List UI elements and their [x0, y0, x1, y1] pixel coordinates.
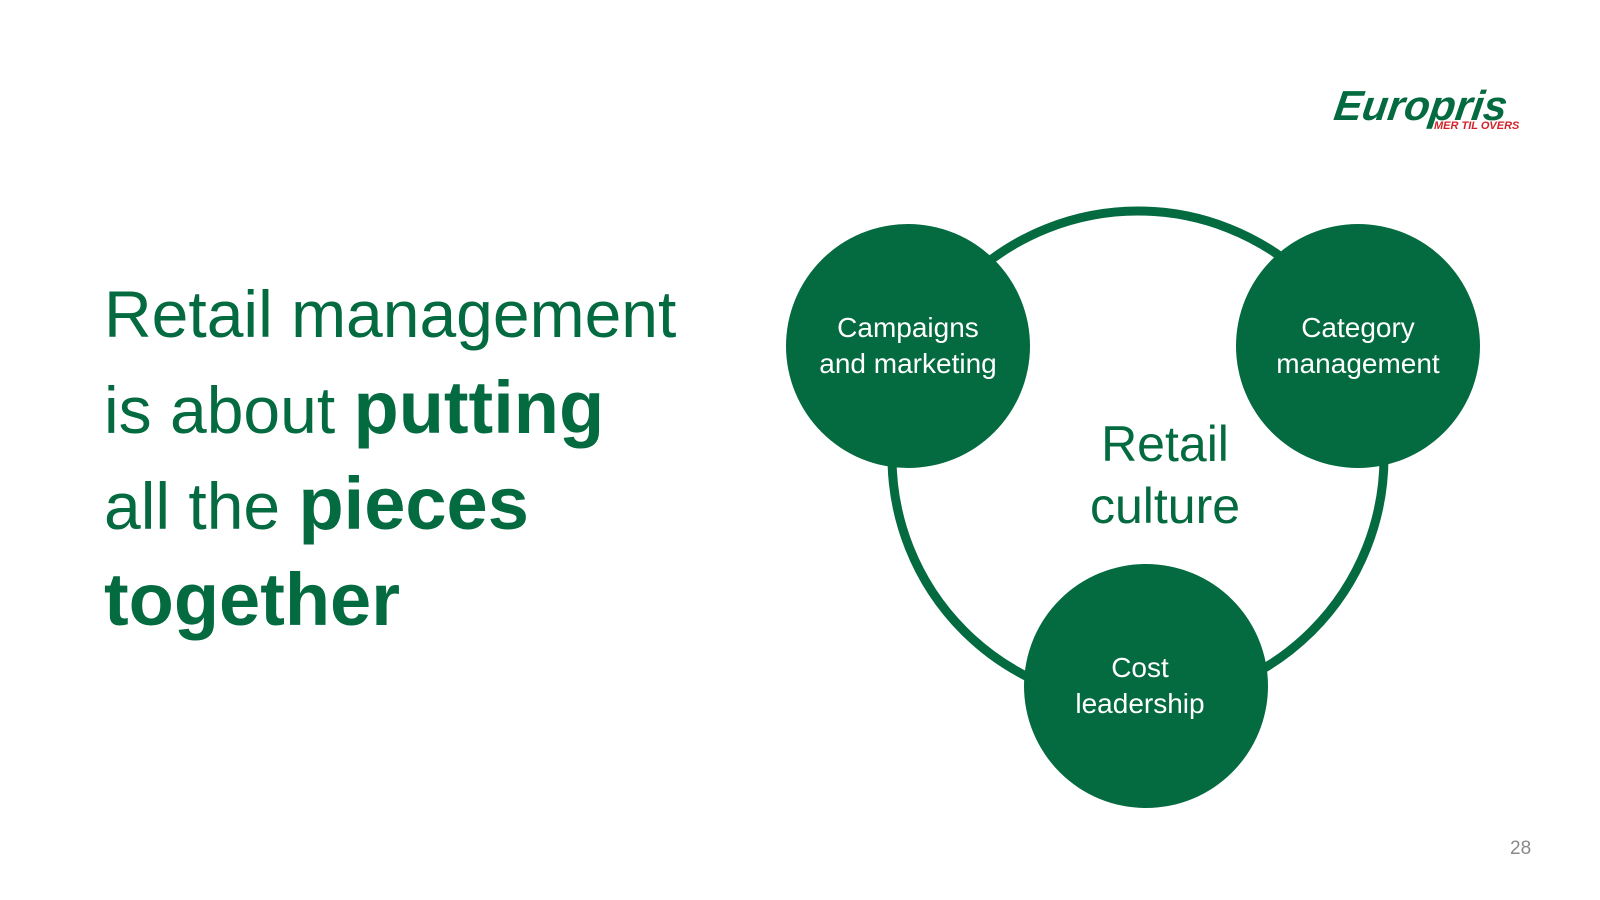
headline-emphasis: putting [353, 366, 605, 449]
node-label-campaigns: Campaigns and marketing [788, 310, 1028, 382]
node-label-line: Category [1301, 312, 1415, 343]
node-label-line: management [1276, 348, 1440, 379]
headline-line-2: is about putting [104, 361, 704, 457]
headline-emphasis: together [104, 558, 400, 641]
node-label-line: Cost [1111, 652, 1169, 683]
logo-tagline: MER TIL OVERS [1434, 120, 1520, 132]
node-label-line: Campaigns [837, 312, 979, 343]
center-label: Retail culture [1040, 413, 1290, 537]
node-campaigns [786, 224, 1030, 468]
logo-wordmark: Europris [1331, 82, 1510, 129]
node-label-category: Category management [1238, 310, 1478, 382]
page-number: 28 [1510, 838, 1532, 859]
node-cost [1024, 564, 1268, 808]
headline-text: is about [104, 373, 354, 447]
node-category [1236, 224, 1480, 468]
node-label-cost: Cost leadership [1020, 650, 1260, 722]
node-label-line: and marketing [819, 348, 997, 379]
headline-line-4: together [104, 553, 704, 649]
headline: Retail management is about putting all t… [104, 268, 704, 649]
headline-text: Retail management [104, 277, 677, 351]
center-label-line: Retail [1101, 416, 1229, 472]
headline-text: all the [104, 469, 299, 543]
headline-line-1: Retail management [104, 268, 704, 361]
node-label-line: leadership [1075, 688, 1205, 719]
headline-emphasis: pieces [298, 462, 529, 545]
center-label-line: culture [1089, 478, 1241, 534]
europris-logo: Europris MER TIL OVERS [1331, 82, 1520, 132]
headline-line-3: all the pieces [104, 457, 704, 553]
